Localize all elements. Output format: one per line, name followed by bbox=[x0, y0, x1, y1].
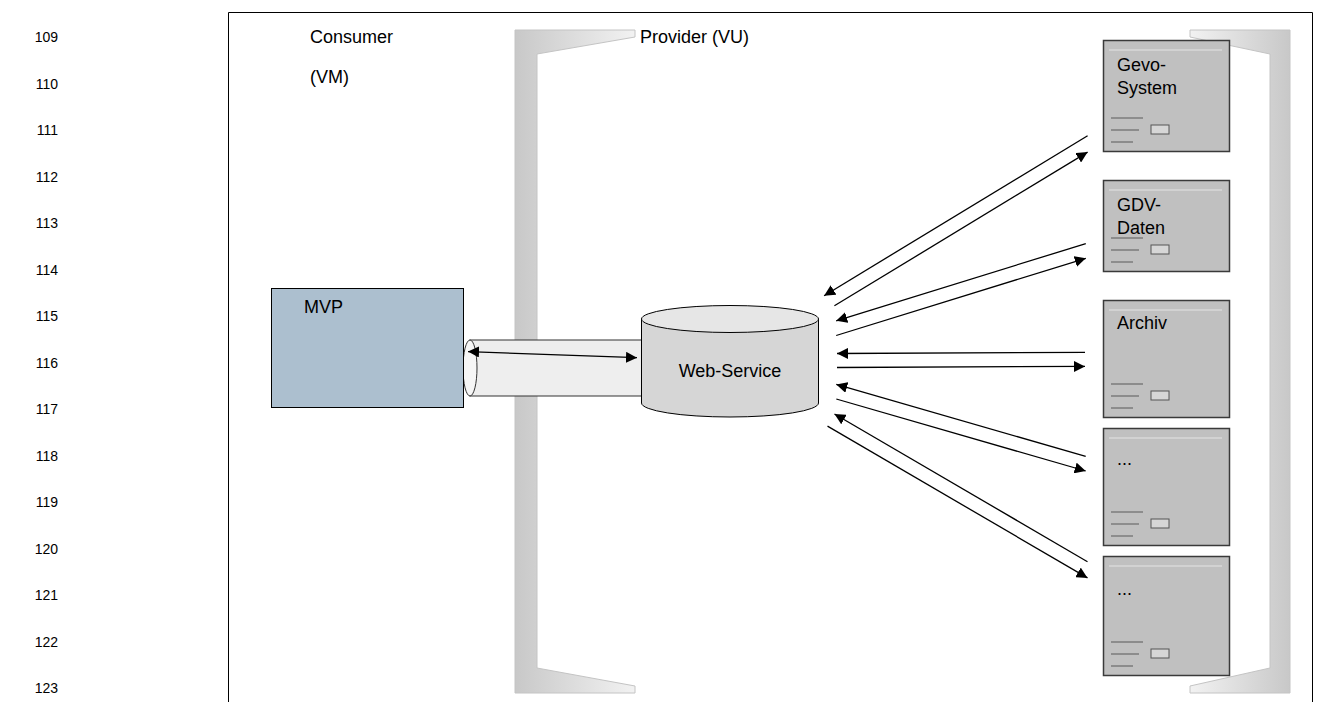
line-number: 116 bbox=[24, 355, 58, 372]
double-arrow bbox=[468, 352, 637, 358]
flow-arrow bbox=[837, 366, 1085, 367]
line-number: 117 bbox=[24, 401, 58, 418]
line-number: 122 bbox=[24, 634, 58, 651]
flow-arrow bbox=[835, 414, 1088, 562]
line-number: 115 bbox=[24, 308, 58, 325]
line-number: 109 bbox=[24, 29, 58, 46]
node-text: ... bbox=[1117, 448, 1217, 471]
node-text: ... bbox=[1117, 578, 1217, 601]
flow-arrow bbox=[837, 352, 1085, 353]
pipe bbox=[463, 340, 642, 396]
node-text: Gevo-System bbox=[1117, 54, 1209, 101]
region-heading: Consumer bbox=[310, 27, 393, 49]
flow-arrow bbox=[836, 258, 1086, 335]
node-text: Web-Service bbox=[679, 360, 782, 383]
line-number: 110 bbox=[24, 76, 58, 93]
system-box: ... bbox=[1103, 428, 1230, 546]
node-outline bbox=[271, 288, 464, 408]
line-number: 121 bbox=[24, 587, 58, 604]
flow-arrow bbox=[836, 244, 1086, 321]
line-number: 118 bbox=[24, 448, 58, 465]
line-number: 119 bbox=[24, 494, 58, 511]
node-text: GDV-Daten bbox=[1117, 194, 1209, 241]
line-number: 123 bbox=[24, 680, 58, 697]
node-outline bbox=[1103, 556, 1230, 676]
web-service-cylinder: Web-Service bbox=[641, 305, 819, 417]
outer-frame bbox=[229, 13, 1313, 702]
line-number: 120 bbox=[24, 541, 58, 558]
line-number: 112 bbox=[24, 169, 58, 186]
system-box: GDV-Daten bbox=[1103, 180, 1230, 272]
system-box: Gevo-System bbox=[1103, 40, 1230, 152]
system-box: ... bbox=[1103, 556, 1230, 676]
node-outline bbox=[641, 305, 819, 417]
line-number: 114 bbox=[24, 262, 58, 279]
consumer-box: MVP bbox=[271, 288, 464, 408]
node-outline bbox=[1103, 428, 1230, 546]
flow-arrow bbox=[836, 384, 1085, 456]
system-box: Archiv bbox=[1103, 300, 1230, 418]
node-text: MVP bbox=[304, 296, 454, 319]
flow-arrow bbox=[824, 136, 1088, 296]
line-number: 111 bbox=[24, 122, 58, 139]
region-heading: Provider (VU) bbox=[640, 27, 749, 49]
node-text: Archiv bbox=[1117, 312, 1217, 335]
line-number: 113 bbox=[24, 215, 58, 232]
flow-arrow bbox=[828, 426, 1088, 578]
region-heading: (VM) bbox=[310, 67, 349, 89]
flow-arrow bbox=[836, 399, 1085, 471]
